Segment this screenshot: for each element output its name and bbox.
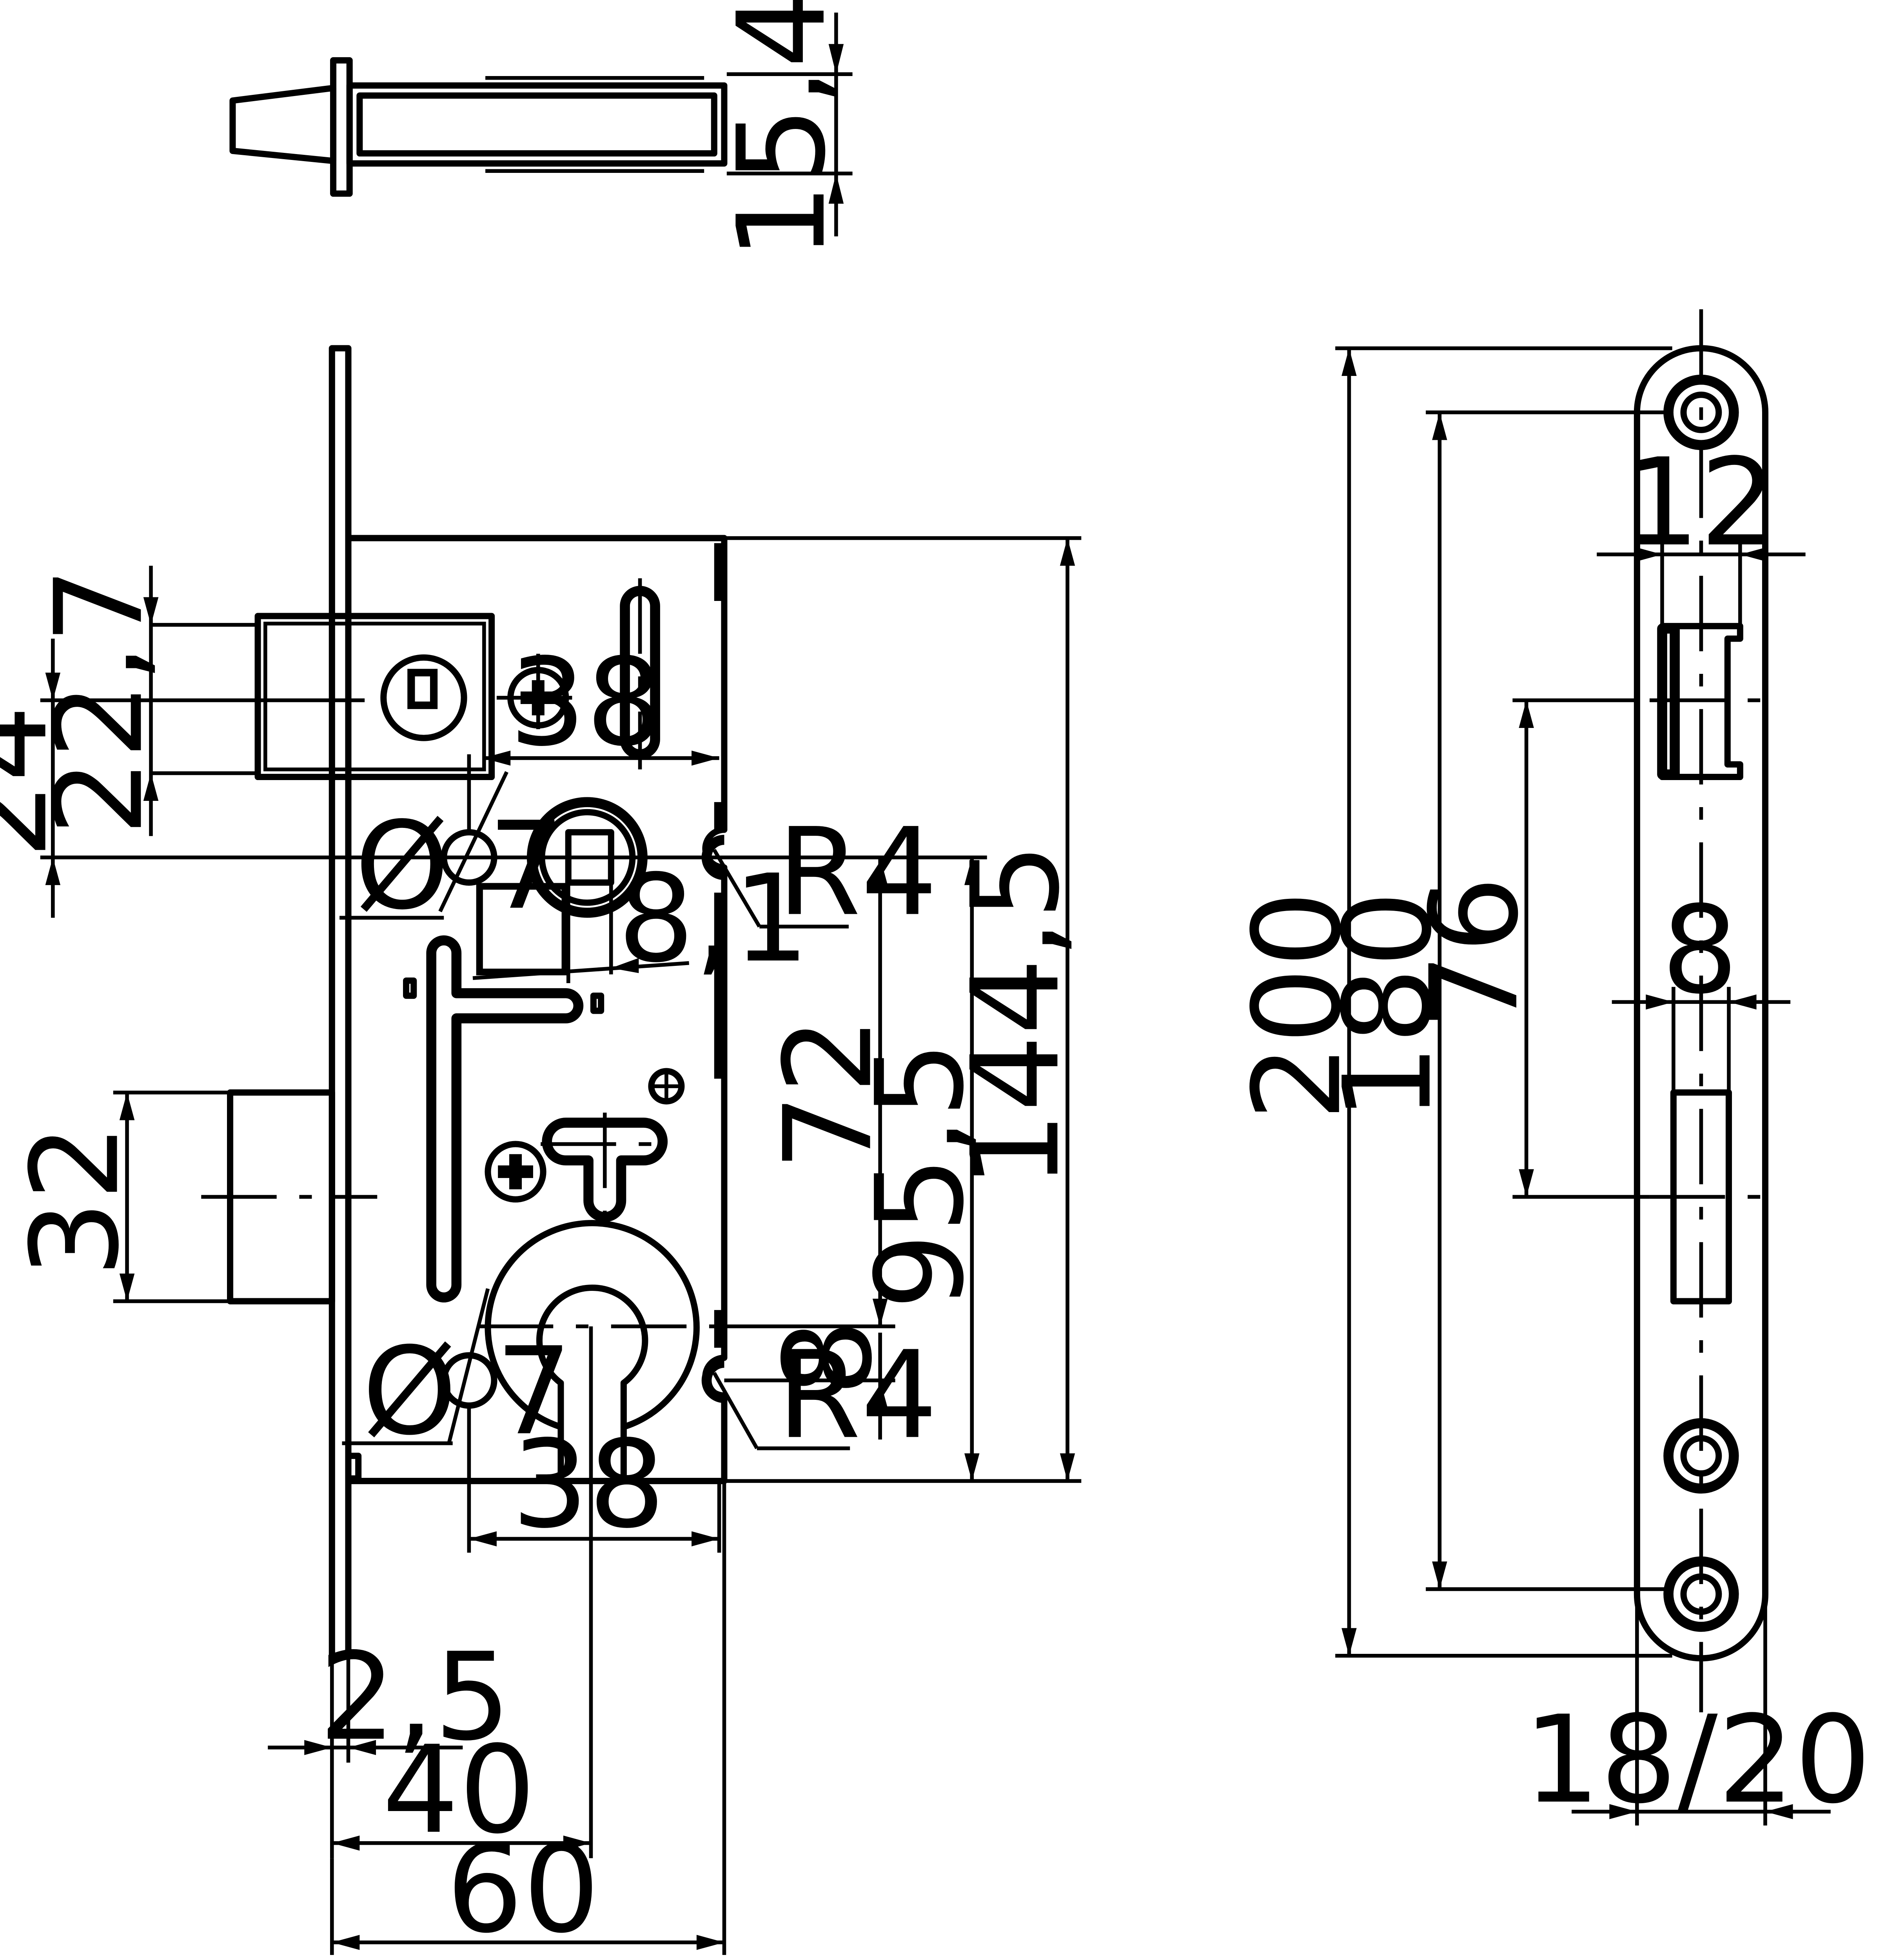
top-case-outer — [346, 82, 728, 167]
dim-spindle-square: □ 8,1 — [465, 848, 810, 989]
dim-bolt-width: 15,4 — [712, 0, 852, 260]
dim-faceplate-width: 18/20 — [1523, 1690, 1871, 1830]
dim-latch-opening-width: 12 — [1623, 432, 1777, 573]
latch-bolt — [254, 613, 495, 780]
dim-radius-top: R4 — [777, 802, 938, 943]
dim-backset: 40 — [382, 1720, 536, 1860]
faceplate-side — [329, 345, 352, 1659]
dim-case-height: 144,5 — [945, 843, 1086, 1189]
screw-hole-icon — [1663, 1556, 1739, 1632]
lever-slot — [426, 935, 584, 1303]
side-dimensions: 200 180 12 76 8 — [1227, 346, 1871, 1830]
dim-faceplate-length: 200 — [1227, 891, 1368, 1121]
latch-nose — [229, 85, 337, 164]
dim-faceplate-thickness: 2,5 — [319, 1627, 511, 1768]
cylinder-cutout — [485, 1220, 700, 1485]
screw-hole-icon — [1663, 1418, 1739, 1494]
dim-bolt-height: 32 — [5, 1124, 145, 1278]
dim-cylinder-to-housing: 38 — [512, 1414, 665, 1555]
dim-case-depth: 60 — [446, 1819, 600, 1960]
dim-radius-bottom: R4 — [777, 1325, 938, 1466]
dim-spindle-to-housing: 38 — [509, 632, 663, 773]
screw-hole-icon — [1663, 374, 1739, 450]
dim-spindle-to-cylinder: 72 — [758, 1017, 899, 1171]
dim-bolt-opening-width: 8 — [1661, 880, 1738, 1020]
dim-cylinder-offset: 8 — [758, 1319, 899, 1396]
front-dimensions: 22,7 24 38 Ø 7 R4 □ 8,1 32 — [0, 536, 1086, 1960]
top-view: 15,4 — [229, 0, 853, 260]
screw-icon — [485, 1141, 546, 1203]
dim-spindle-to-bottom: 95,5 — [850, 1041, 991, 1310]
dim-screw-spacing: 180 — [1318, 891, 1458, 1121]
front-view — [201, 345, 728, 1659]
latch-opening — [1659, 623, 1743, 780]
top-case-inner — [356, 92, 717, 157]
dim-hole-diameter-top: Ø 7 — [355, 796, 565, 936]
dim-latch-to-bolt: 76 — [1404, 876, 1545, 1030]
dim-latch-to-follower: 24 — [0, 705, 74, 859]
